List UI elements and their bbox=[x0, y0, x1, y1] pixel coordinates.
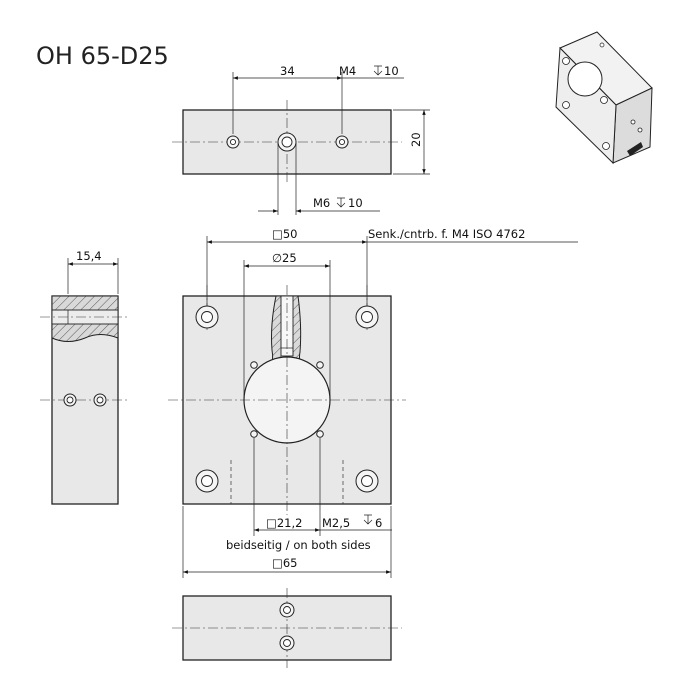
dim-20: 20 bbox=[409, 132, 423, 147]
front-view: □50 Senk./cntrb. f. M4 ISO 4762 ∅25 □21,… bbox=[168, 227, 578, 578]
dim-square-21-2: □21,2 bbox=[266, 516, 302, 530]
dim-m2-5: M2,5 bbox=[322, 516, 350, 530]
dim-square-50: □50 bbox=[272, 227, 298, 241]
dim-square-65: □65 bbox=[272, 556, 298, 570]
side-view: 15,4 bbox=[40, 249, 130, 505]
dim-34: 34 bbox=[280, 64, 295, 78]
dim-m6: M6 bbox=[313, 196, 330, 210]
dim-m2-5-depth: 6 bbox=[375, 516, 382, 530]
dim-m4: M4 bbox=[339, 64, 356, 78]
dim-m4-depth: 10 bbox=[384, 64, 399, 78]
bottom-view bbox=[172, 588, 402, 668]
counterbore-note: Senk./cntrb. f. M4 ISO 4762 bbox=[368, 227, 525, 241]
both-sides-note: beidseitig / on both sides bbox=[226, 538, 371, 552]
dim-m6-depth: 10 bbox=[348, 196, 363, 210]
isometric-view bbox=[555, 31, 653, 165]
dim-diameter-25: ∅25 bbox=[272, 251, 297, 265]
drawing-title: OH 65-D25 bbox=[36, 42, 169, 70]
top-view: 34 M4 10 20 M6 10 bbox=[172, 64, 430, 215]
dim-15-4: 15,4 bbox=[76, 249, 102, 263]
